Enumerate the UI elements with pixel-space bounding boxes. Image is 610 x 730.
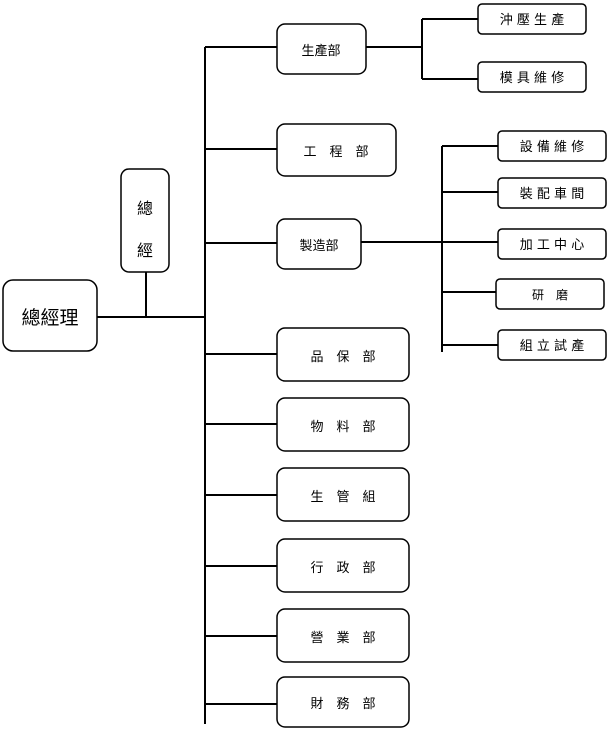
department-node: 生 管 組: [276, 467, 410, 522]
root-label: 總經理: [21, 307, 78, 329]
department-node: 生產部: [276, 23, 367, 75]
department-label: 行 政 部: [310, 561, 375, 576]
manufacturing-unit-node: 設 備 維 修: [497, 130, 607, 162]
production-unit-label: 模 具 維 修: [500, 71, 564, 86]
manufacturing-unit-node: 組 立 試 產: [497, 329, 607, 361]
department-node: 財 務 部: [276, 676, 410, 728]
manufacturing-unit-node: 裝 配 車 間: [497, 177, 607, 209]
department-node: 品 保 部: [276, 327, 410, 382]
root-node: 總經理: [2, 279, 98, 352]
department-label: 工 程 部: [303, 145, 368, 160]
department-node: 工 程 部: [276, 123, 397, 177]
manufacturing-unit-label: 研 磨: [532, 288, 568, 302]
manufacturing-unit-label: 設 備 維 修: [520, 139, 584, 155]
manufacturing-unit-node: 加 工 中 心: [497, 228, 607, 260]
assistant-char-1: 總: [137, 199, 153, 218]
manufacturing-unit-node: 研 磨: [495, 278, 605, 310]
manufacturing-unit-label: 加 工 中 心: [520, 238, 584, 253]
department-label: 品 保 部: [310, 350, 375, 365]
department-label: 生 管 組: [310, 490, 375, 505]
production-unit-node: 沖 壓 生 產: [477, 3, 587, 35]
department-node: 行 政 部: [276, 538, 410, 593]
department-node: 製造部: [276, 218, 362, 270]
department-label: 物 料 部: [310, 420, 375, 435]
department-label: 財 務 部: [310, 697, 375, 712]
department-label: 製造部: [299, 239, 338, 254]
assistant-char-2: 經: [137, 241, 153, 260]
production-unit-label: 沖 壓 生 產: [500, 12, 564, 28]
connector-lines: [97, 18, 498, 724]
assistant-node: 總 經: [120, 168, 170, 273]
production-unit-node: 模 具 維 修: [477, 61, 587, 93]
department-node: 營 業 部: [276, 608, 410, 663]
department-label: 生產部: [301, 43, 340, 59]
department-node: 物 料 部: [276, 397, 410, 452]
manufacturing-unit-label: 組 立 試 產: [520, 338, 584, 354]
department-label: 營 業 部: [310, 630, 375, 646]
manufacturing-unit-label: 裝 配 車 間: [520, 187, 584, 202]
